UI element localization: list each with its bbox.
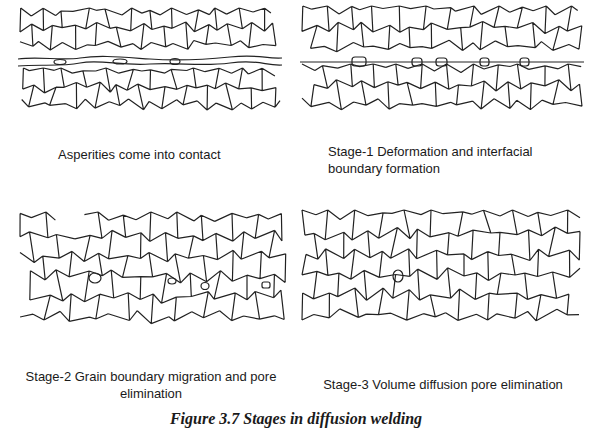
grain-boundaries [302,64,582,110]
pore [393,270,403,282]
interface-line [300,61,584,62]
pore [89,273,101,283]
pore [412,58,422,66]
contact-void [170,59,180,65]
contact-void [113,59,127,64]
figure-caption: Figure 3.7 Stages in diffusion welding [60,410,532,427]
pore [520,58,529,66]
grain-boundaries [20,212,286,324]
pore [352,57,366,66]
pore [168,278,176,284]
grain-boundaries [20,8,276,50]
grain-boundaries [302,6,582,52]
contact-void [54,60,66,65]
stage-label: Stage-1 Deformation and interfacial boun… [328,143,563,177]
pore [436,58,447,66]
stage-label: Stage-3 Volume diffusion pore eliminatio… [298,376,588,393]
pore [201,283,209,290]
stage-label: Asperities come into contact [58,146,278,163]
grain-boundaries [22,68,280,110]
stage-label: Stage-2 Grain boundary migration and por… [10,368,292,402]
pore [262,282,270,288]
pore [480,58,489,66]
grain-boundaries [302,210,580,321]
